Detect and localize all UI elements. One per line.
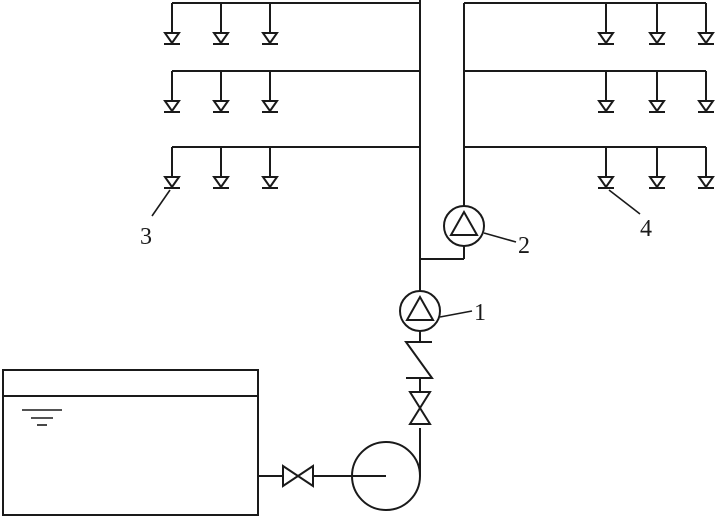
leader-line-2: [483, 232, 517, 243]
right-branches: [464, 2, 706, 148]
sprinkler-head-icon: [212, 147, 230, 189]
label-1: 1: [474, 300, 486, 326]
leader-line-4: [608, 189, 641, 215]
sprinkler-head-icon: [261, 147, 279, 189]
sprinkler-head-icon: [648, 147, 666, 189]
sprinkler-deflector: [163, 100, 181, 113]
sprinkler-head-icon: [212, 3, 230, 45]
leader-line-3: [151, 189, 171, 217]
sprinkler-head-icon: [163, 147, 181, 189]
water-surface-icon: [22, 409, 62, 426]
sprinkler-deflector: [697, 32, 715, 45]
sprinkler-deflector: [212, 100, 230, 113]
sprinkler-head-icon: [697, 3, 715, 45]
booster-pump-1: [399, 290, 441, 332]
label-3: 3: [140, 224, 152, 250]
sprinkler-deflector: [648, 100, 666, 113]
sprinkler-head-icon: [597, 3, 615, 45]
sprinkler-deflector: [597, 176, 615, 189]
sprinkler-deflector: [648, 32, 666, 45]
sprinkler-head-icon: [597, 147, 615, 189]
check-valve: [404, 341, 434, 379]
sprinkler-head-icon: [697, 147, 715, 189]
sprinkler-head-icon: [212, 71, 230, 113]
left-branches: [172, 2, 420, 148]
sprinkler-deflector: [648, 176, 666, 189]
gate-valve-tank: [282, 464, 314, 488]
sprinkler-head-icon: [597, 71, 615, 113]
sprinkler-head-icon: [648, 71, 666, 113]
sprinkler-deflector: [163, 176, 181, 189]
main-pump: [351, 441, 421, 511]
sprinkler-deflector: [212, 32, 230, 45]
sprinkler-deflector: [261, 100, 279, 113]
sprinkler-head-icon: [261, 3, 279, 45]
label-2: 2: [518, 233, 530, 259]
sprinkler-heads: [163, 3, 715, 189]
sprinkler-head-icon: [648, 3, 666, 45]
sprinkler-head-icon: [697, 71, 715, 113]
water-tank: [2, 369, 259, 516]
sprinkler-deflector: [261, 176, 279, 189]
sprinkler-deflector: [697, 176, 715, 189]
sprinkler-head-icon: [261, 71, 279, 113]
sprinkler-deflector: [163, 32, 181, 45]
label-4: 4: [640, 216, 652, 242]
sprinkler-deflector: [697, 100, 715, 113]
booster-pump-2: [443, 205, 485, 247]
sprinkler-head-icon: [163, 3, 181, 45]
leader-line-1: [439, 310, 473, 318]
sprinkler-head-icon: [163, 71, 181, 113]
gate-valve-riser: [408, 391, 432, 425]
sprinkler-deflector: [597, 100, 615, 113]
sprinkler-deflector: [597, 32, 615, 45]
sprinkler-deflector: [261, 32, 279, 45]
sprinkler-deflector: [212, 176, 230, 189]
